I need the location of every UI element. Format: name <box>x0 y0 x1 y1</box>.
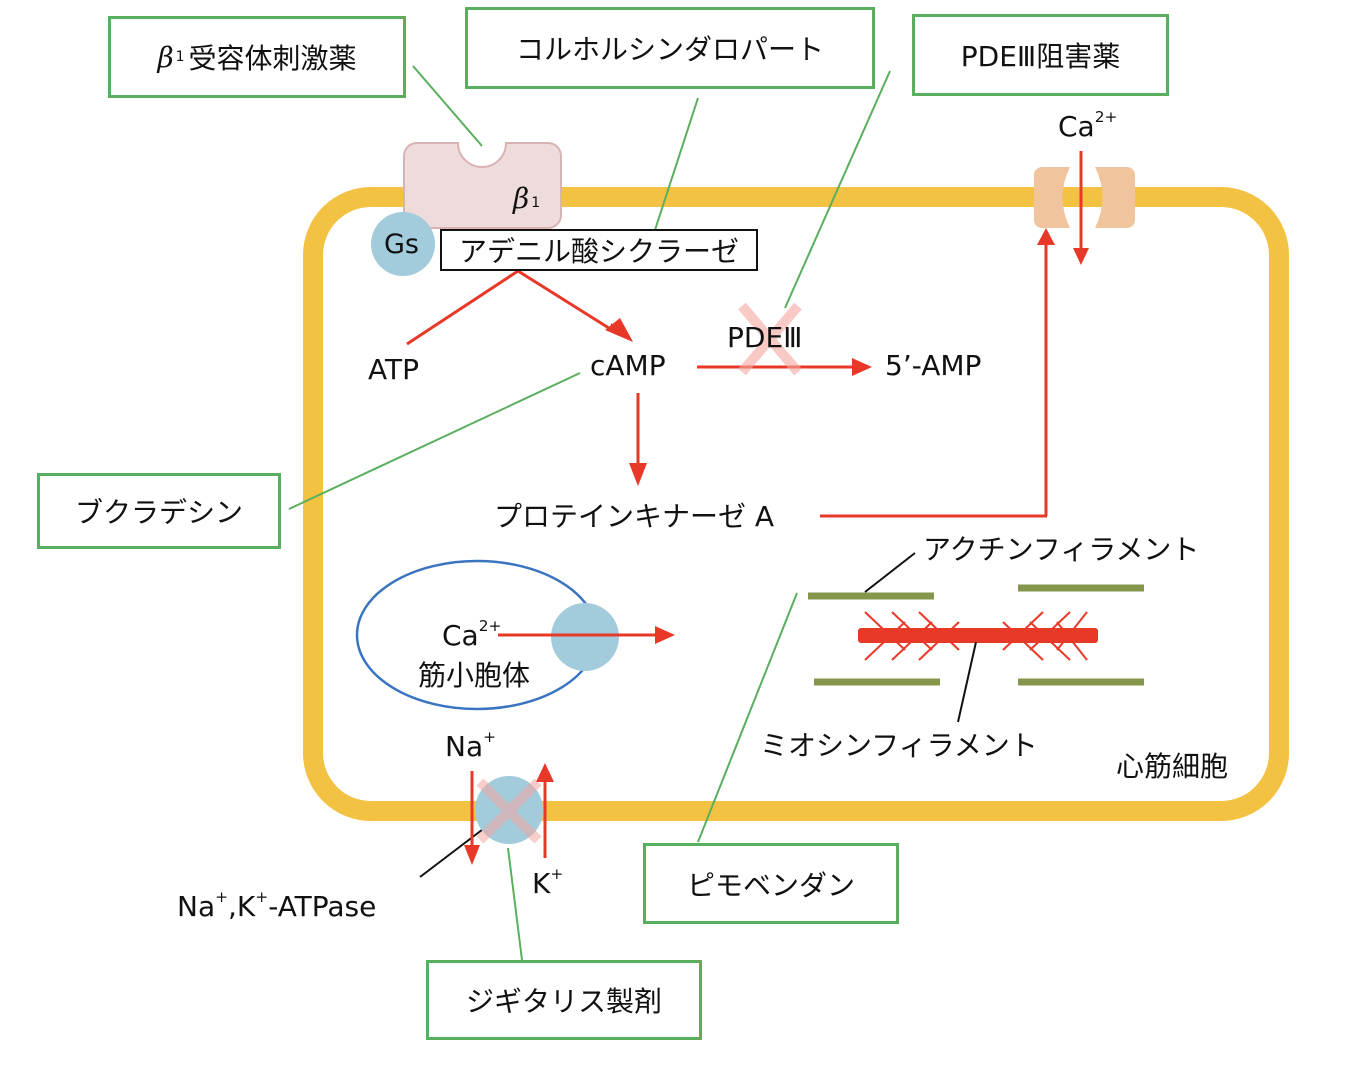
cell-membrane <box>303 187 1289 821</box>
leader-pde3-inhibitor <box>784 70 891 309</box>
ac-to-camp-arrowhead-main <box>605 318 633 342</box>
atp-label: ATP <box>368 353 419 386</box>
adenylate-cyclase-text: アデニル酸シクラーゼ <box>458 235 739 268</box>
na-k-atpase-label: Na+,K+-ATPase <box>177 889 377 923</box>
ion-charge: + <box>255 888 269 907</box>
ion-symbol: Ca <box>442 619 479 652</box>
gs-label: Gs <box>384 229 419 260</box>
leader-myosin <box>957 641 977 723</box>
drug-box-pde3-inhibitor: PDEⅢ阻害薬 <box>912 14 1169 96</box>
drug-box-bucladesine: ブクラデシン <box>37 473 281 549</box>
ion-charge: 2+ <box>478 617 502 636</box>
leader-digitalis <box>507 847 523 961</box>
adenylate-cyclase-label: アデニル酸シクラーゼ <box>440 229 758 271</box>
ca-ion-label-extracellular: Ca2+ <box>1058 109 1117 143</box>
actin-label: アクチンフィラメント <box>923 533 1200 566</box>
ion-symbol: Ca <box>1058 110 1095 143</box>
beta-subscript: 1 <box>531 194 541 211</box>
ion-symbol: K <box>236 890 256 923</box>
leader-colforsin <box>654 97 699 231</box>
na-ion-label: Na+ <box>445 729 496 763</box>
ion-symbol: Na <box>177 890 216 923</box>
drug-box-text: コルホルシンダロパート <box>515 33 824 66</box>
drug-box-text: PDEⅢ阻害薬 <box>960 40 1121 73</box>
ca-channel-left <box>1034 167 1070 228</box>
ion-symbol: K <box>532 867 551 900</box>
digitalis-inhibition-x <box>476 778 542 844</box>
k-influx-arrowhead <box>536 763 554 782</box>
drug-box-text: ジギタリス製剤 <box>465 985 662 1018</box>
ion-charge: 2+ <box>1094 108 1118 127</box>
k-ion-label: K+ <box>532 866 563 900</box>
ac-to-camp-line <box>517 269 621 337</box>
beta-subscript: 1 <box>175 49 185 65</box>
ryanodine-receptor <box>551 603 619 671</box>
ca-channel-right <box>1095 167 1135 228</box>
pde3-inhibition-x <box>738 302 802 376</box>
5-amp-label: 5’-AMP <box>885 349 982 382</box>
ion-charge: + <box>215 888 229 907</box>
pka-to-channel-arrowhead <box>1037 228 1055 245</box>
myosin-filament <box>858 628 1098 643</box>
cell-label: 心筋細胞 <box>1116 750 1229 783</box>
myosin-label: ミオシンフィラメント <box>760 729 1038 762</box>
pde3-label: PDEⅢ <box>727 321 803 354</box>
leader-bucladesine <box>288 372 581 510</box>
separator: , <box>228 890 237 923</box>
camp-to-amp-arrowhead <box>852 358 872 376</box>
drug-box-text: 受容体刺激薬 <box>188 42 357 75</box>
pump-name: -ATPase <box>268 890 377 923</box>
sr-label: 筋小胞体 <box>418 659 531 692</box>
camp-to-pka-arrowhead <box>629 463 647 486</box>
ca-ion-label-sr: Ca2+ <box>442 618 501 652</box>
drug-box-text: ピモベンダン <box>686 868 855 902</box>
leader-beta1-agonist <box>412 65 483 147</box>
drug-box-text: ブクラデシン <box>74 496 243 529</box>
ion-charge: + <box>550 865 564 884</box>
ca-influx-arrowhead <box>1073 248 1089 265</box>
leader-pimobendan <box>697 592 798 843</box>
leader-actin <box>864 552 916 593</box>
ac-to-atp-line <box>406 269 519 346</box>
ca-release-arrowhead <box>655 626 675 644</box>
drug-box-pimobendan: ピモベンダン <box>643 843 899 924</box>
na-efflux-arrowhead <box>464 845 480 865</box>
camp-label: cAMP <box>590 349 666 382</box>
pka-label: プロテインキナーゼ A <box>494 500 775 533</box>
myosin-heads <box>864 611 1088 661</box>
drug-box-colforsin: コルホルシンダロパート <box>465 7 875 89</box>
drug-box-digitalis: ジギタリス製剤 <box>426 960 702 1040</box>
gs-protein <box>371 212 435 276</box>
ion-symbol: Na <box>445 730 484 763</box>
ion-charge: + <box>483 728 497 747</box>
beta-symbol: β <box>513 182 530 215</box>
beta-symbol: β <box>157 40 174 74</box>
